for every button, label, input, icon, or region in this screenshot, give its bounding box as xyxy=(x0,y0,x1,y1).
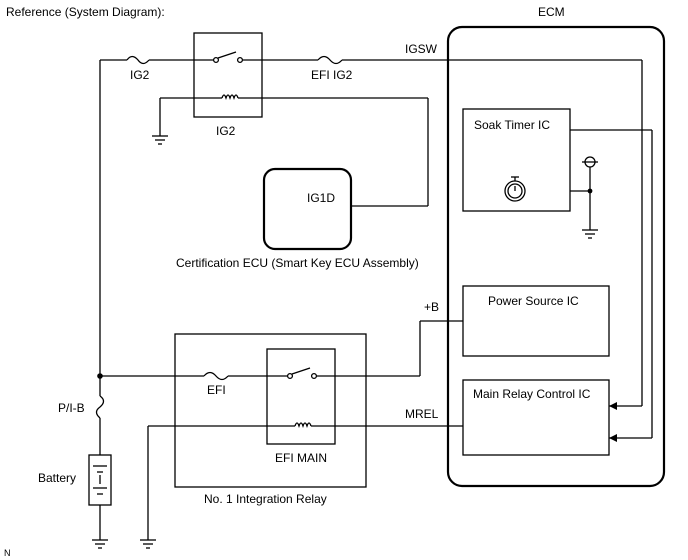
efi-main-relay-coil-icon xyxy=(294,422,312,429)
main-relay-control-ic-label: Main Relay Control IC xyxy=(473,387,591,401)
pib-fuse-icon xyxy=(95,395,105,419)
power-source-ic-box xyxy=(462,285,610,357)
mrel-label: MREL xyxy=(405,407,439,421)
ig2-relay-box xyxy=(193,32,263,118)
ground-icon xyxy=(152,135,168,145)
ig2-relay-label: IG2 xyxy=(216,124,236,138)
corner-mark: N xyxy=(4,548,11,558)
certification-ecu-box xyxy=(262,167,353,251)
efi-main-relay-label: EFI MAIN xyxy=(275,451,327,465)
main-relay-control-ic-box xyxy=(462,379,610,456)
igsw-label: IGSW xyxy=(405,42,438,56)
diagram-title: Reference (System Diagram): xyxy=(6,5,165,19)
ig2-relay-coil-icon xyxy=(221,94,239,101)
plus-b-label: +B xyxy=(424,300,439,314)
junction-dot xyxy=(97,373,103,379)
efi-ig2-fuse-icon xyxy=(317,55,343,65)
certification-ecu-label: Certification ECU (Smart Key ECU Assembl… xyxy=(176,256,419,270)
arrow-into-ic-icon xyxy=(609,402,652,442)
integration-relay-label: No. 1 Integration Relay xyxy=(204,492,327,506)
ig2-relay-switch xyxy=(194,51,262,64)
ig2-fuse-label: IG2 xyxy=(130,68,150,82)
ground-icon xyxy=(92,539,108,549)
stopwatch-icon xyxy=(504,176,526,202)
battery-label: Battery xyxy=(38,471,76,485)
ground-icon xyxy=(140,539,156,549)
power-terminal-icon xyxy=(582,156,598,168)
soak-timer-ic-label: Soak Timer IC xyxy=(474,118,550,132)
power-source-ic-label: Power Source IC xyxy=(488,294,579,308)
ig2-fuse-icon xyxy=(126,55,150,65)
wiring xyxy=(99,59,653,540)
efi-fuse-label: EFI xyxy=(207,383,226,397)
efi-main-relay-box xyxy=(266,348,336,445)
ground-icon xyxy=(582,229,598,239)
junction-dot xyxy=(587,188,593,194)
efi-fuse-icon xyxy=(203,371,229,381)
efi-ig2-fuse-label: EFI IG2 xyxy=(311,68,353,82)
pib-fuse-label: P/I-B xyxy=(58,401,85,415)
ig1d-label: IG1D xyxy=(307,191,335,205)
battery-icon xyxy=(88,454,112,506)
ecm-label: ECM xyxy=(538,5,565,19)
